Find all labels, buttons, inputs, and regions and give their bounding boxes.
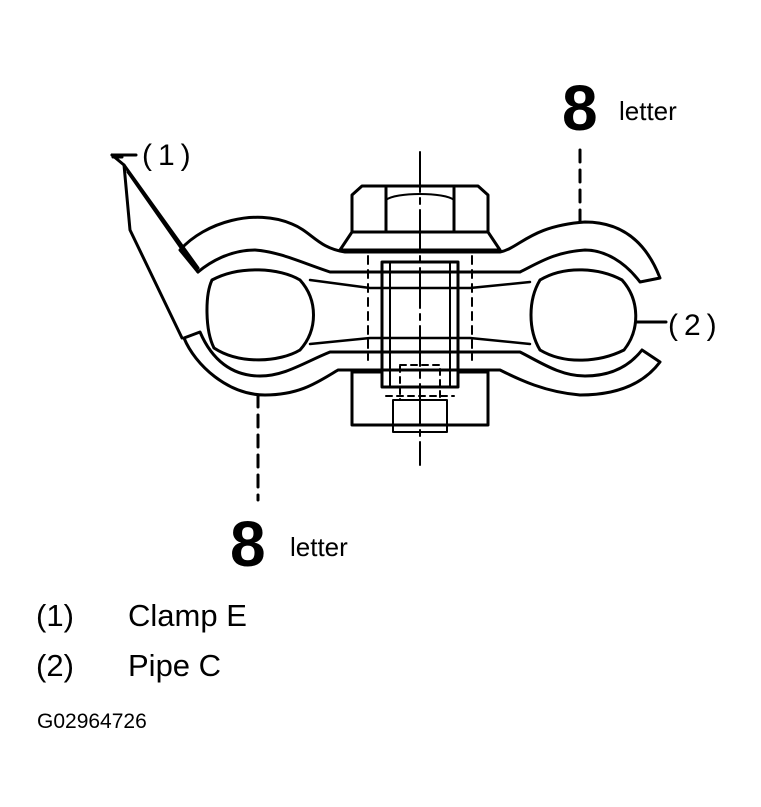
clamp-e-upper: [178, 215, 662, 284]
legend-number: (2): [36, 648, 74, 683]
dimension-lines: [256, 148, 582, 502]
callout-pipe-label: (2): [668, 309, 723, 342]
figure-id: G02964726: [37, 710, 147, 733]
clamp-e-upper-seat: [308, 278, 532, 290]
bolt-head: [338, 184, 502, 252]
bottom-dimension-value: 8: [230, 508, 266, 580]
bolt-shank: [367, 255, 473, 389]
legend-label: Pipe C: [128, 648, 222, 683]
nut: [350, 364, 490, 433]
clamp-e-lower: [182, 330, 662, 397]
legend-label: Clamp E: [128, 598, 247, 633]
top-dimension-value: 8: [562, 72, 598, 144]
clamp-e-lower-seat: [308, 336, 532, 346]
pipe-left: [205, 268, 315, 362]
legend-number: (1): [36, 598, 74, 633]
pipe-right: [529, 268, 638, 362]
top-dimension-unit: letter: [619, 96, 677, 126]
callout-clamp-label: (1): [142, 139, 197, 172]
bottom-dimension-unit: letter: [290, 532, 348, 562]
clamp-leader-lines: [110, 153, 200, 340]
